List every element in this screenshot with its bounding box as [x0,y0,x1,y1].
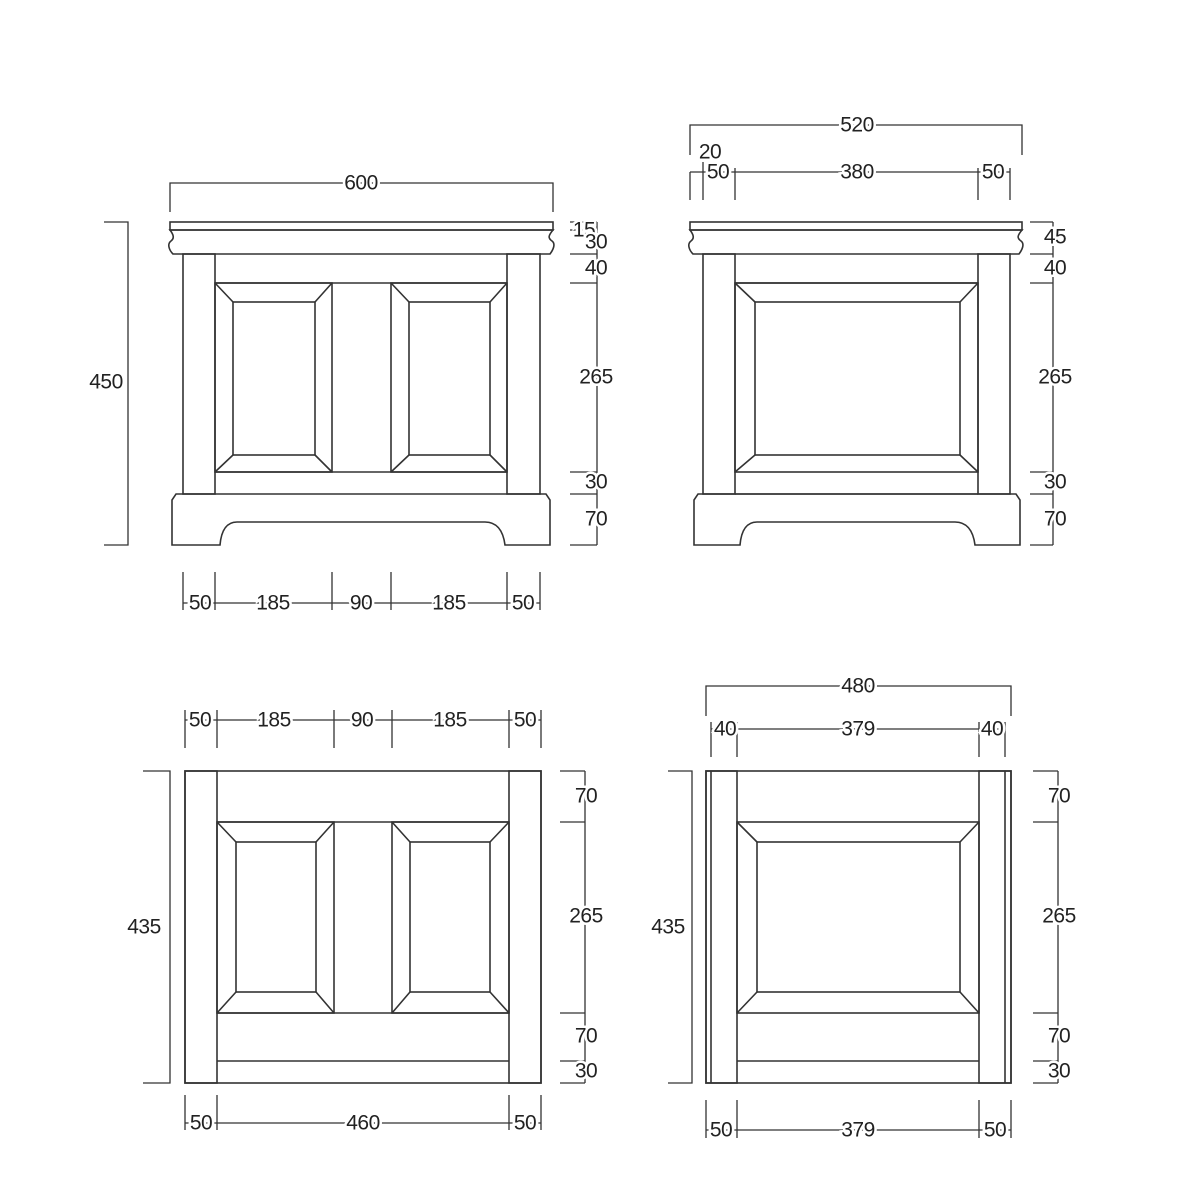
side-panel [736,821,980,1014]
dimension-label: 379 [841,718,875,741]
dimension-label: 265 [1038,366,1072,389]
dimension-label: 90 [350,592,372,615]
dimension-label: 15 [573,219,595,242]
dimension-label: 40 [585,257,607,280]
dimension-label: 50 [189,592,211,615]
top-molding [168,229,555,255]
front-frame-view: 50 185 90 185 50 435 70 265 70 30 50 460… [125,706,606,1137]
dimension-label: 50 [512,592,534,615]
dimension-label: 70 [1044,508,1066,531]
top-slab [169,221,554,231]
dimension-label: 50 [514,709,536,732]
dimension-label: 379 [841,1119,875,1142]
dimension-label: 50 [190,1112,212,1135]
dimension-label: 40 [981,718,1003,741]
dimension-label: 50 [984,1119,1006,1142]
width-dimension: 600 [344,172,378,195]
height-dimension: 435 [651,916,685,939]
right-stile [508,770,542,1084]
dimension-label: 70 [575,785,597,808]
dimension-label: 30 [575,1060,597,1083]
top-slab [689,221,1023,231]
side-panel [734,282,979,473]
top-molding [688,229,1024,255]
side-elevation-view: 520 20 50 380 50 45 40 265 30 70 [688,111,1075,546]
left-door-panel [216,821,335,1014]
dimension-label: 265 [1042,905,1076,928]
height-dimension: 435 [127,916,161,939]
dimension-label: 265 [569,905,603,928]
plinth [171,493,551,546]
dimension-label: 90 [351,709,373,732]
dimension-label: 185 [257,709,291,732]
dimension-label: 70 [585,508,607,531]
plinth [693,493,1021,546]
dimension-label: 50 [514,1112,536,1135]
dimension-label: 45 [1044,226,1066,249]
dimension-label: 40 [714,718,736,741]
dimension-label: 40 [1044,257,1066,280]
left-stile [184,770,218,1084]
dimension-label: 20 [699,141,721,164]
left-stile [702,253,736,495]
dimension-label: 50 [707,161,729,184]
dimension-label: 50 [710,1119,732,1142]
right-stile [977,253,1011,495]
dimension-label: 460 [346,1112,380,1135]
dimension-label: 185 [432,592,466,615]
right-door-panel [390,282,508,473]
right-stile [506,253,541,495]
dimension-label: 380 [840,161,874,184]
dimension-label: 185 [256,592,290,615]
left-stile [182,253,216,495]
width-dimension: 520 [840,114,874,137]
dimension-label: 70 [1048,785,1070,808]
dimension-label: 30 [585,471,607,494]
dimension-label: 70 [1048,1025,1070,1048]
front-elevation-view: 600 450 15 30 40 265 30 70 50 185 90 185… [87,169,616,617]
dimension-label: 30 [1044,471,1066,494]
dimension-label: 30 [585,231,607,254]
dimension-label: 30 [1048,1060,1070,1083]
dimension-label: 50 [982,161,1004,184]
dimension-label: 50 [189,709,211,732]
left-door-panel [214,282,333,473]
side-frame-view: 480 40 379 40 435 70 265 70 30 50 379 50 [649,672,1079,1144]
width-dimension: 480 [841,675,875,698]
dimension-label: 70 [575,1025,597,1048]
dimension-label: 265 [579,366,613,389]
height-dimension: 450 [89,371,123,394]
dimension-label: 185 [433,709,467,732]
right-door-panel [391,821,510,1014]
right-stile [978,770,1012,1084]
